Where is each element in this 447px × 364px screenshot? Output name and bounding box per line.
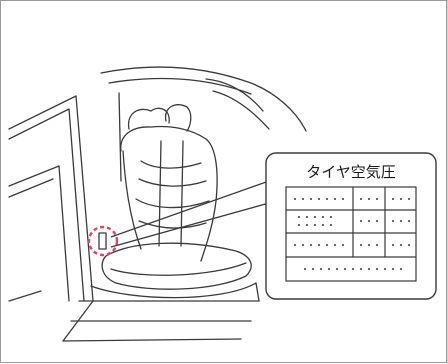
- roof-lines: [100, 66, 307, 182]
- door-frame: [8, 95, 94, 342]
- door-pillar-label: [98, 232, 107, 250]
- highlight-circle: [87, 225, 119, 257]
- tire-pressure-callout: [265, 152, 437, 300]
- leader-lines: [110, 180, 270, 248]
- seat: [62, 104, 260, 342]
- tire-pressure-placard: [285, 186, 417, 282]
- callout-title: タイヤ空気圧: [306, 163, 396, 181]
- placard-dots: [294, 198, 410, 270]
